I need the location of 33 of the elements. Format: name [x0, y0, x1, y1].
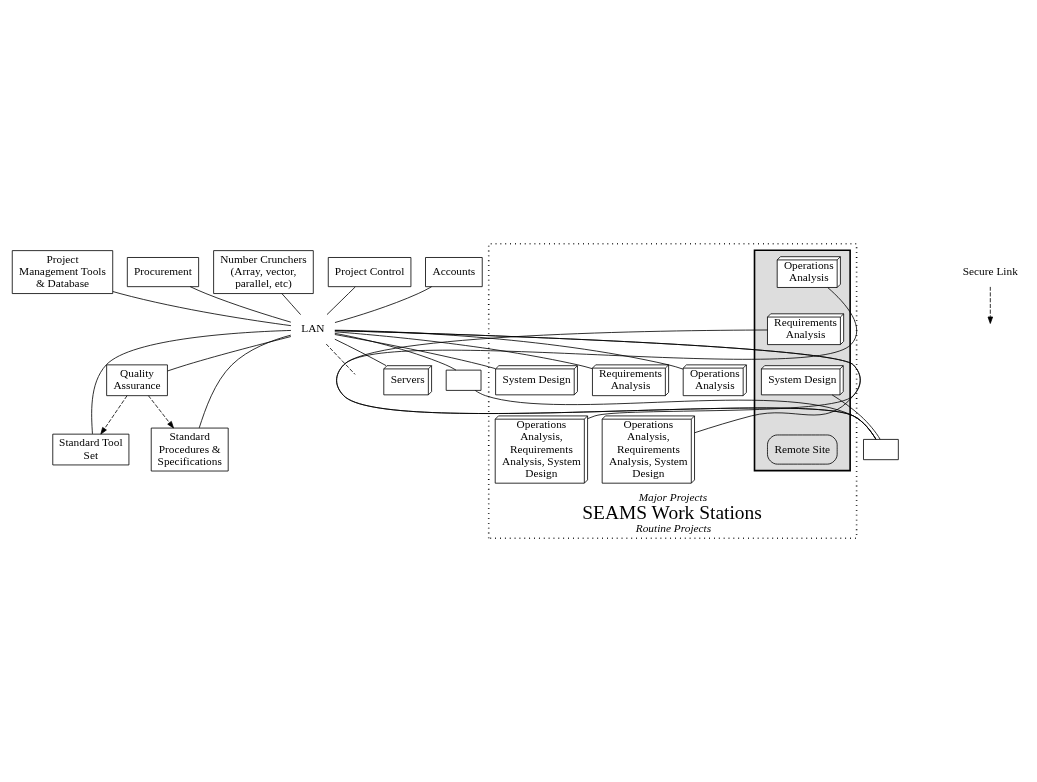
- connector: [334, 332, 457, 371]
- node-text: LAN: [301, 322, 325, 335]
- node-box: [863, 439, 899, 461]
- connector: [326, 286, 356, 315]
- connector: [334, 331, 593, 370]
- connector: [167, 336, 292, 372]
- node-box: Project Control: [327, 257, 412, 288]
- connector: [91, 330, 292, 435]
- connector: [334, 334, 496, 370]
- connector: [112, 291, 292, 327]
- connector: [198, 334, 292, 429]
- node-box: Standard Procedures & Specifications: [150, 427, 229, 472]
- node-box: Quality Assurance: [106, 364, 168, 397]
- connector: [281, 293, 301, 316]
- connector: [334, 329, 684, 370]
- connector: [336, 287, 877, 440]
- node-box: Procurement: [126, 257, 200, 288]
- arrow: [148, 395, 174, 429]
- cluster: [753, 249, 851, 472]
- node-box: Standard Tool Set: [52, 433, 130, 466]
- node-text: Secure Link: [962, 265, 1018, 278]
- node-box: [445, 369, 482, 391]
- connector: [334, 286, 432, 323]
- node-box: Project Management Tools & Database: [11, 250, 114, 294]
- connector: [189, 286, 292, 323]
- node-box: Number Crunchers (Array, vector, parallel, etc): [213, 250, 314, 294]
- connector: [325, 343, 356, 375]
- connector: [831, 394, 881, 440]
- connector: [334, 338, 387, 367]
- arrow: [100, 395, 128, 435]
- node-box: Remote Site: [767, 434, 838, 465]
- arrow: [987, 286, 993, 324]
- node-box: Accounts: [425, 257, 483, 288]
